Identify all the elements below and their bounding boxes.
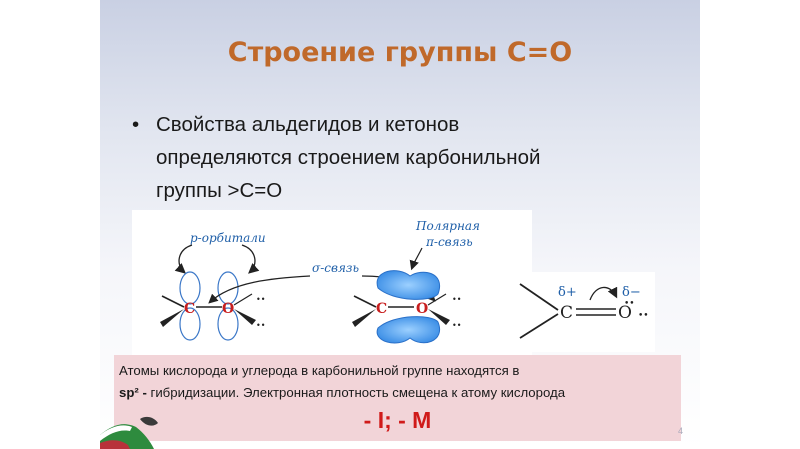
wedge-bond xyxy=(428,309,450,325)
electronic-effect: - I; - M xyxy=(363,407,432,433)
lone-pair: •• xyxy=(624,299,635,309)
bond-line xyxy=(519,313,559,339)
carbonyl-polarity-diagram: C O •• •• δ+ δ− xyxy=(512,272,655,352)
lone-pair: •• xyxy=(452,321,461,330)
carbonyl-polarity-svg: C O •• •• δ+ δ− xyxy=(519,283,649,339)
lone-pair: •• xyxy=(638,311,649,321)
page-number: 4 xyxy=(678,426,684,436)
bullet-point: • Свойства альдегидов и кетонов определя… xyxy=(132,108,674,207)
delta-minus-label: δ− xyxy=(622,285,641,300)
pi-cloud-upper xyxy=(376,270,441,300)
p-orbital-lobe xyxy=(179,271,201,305)
bond-line xyxy=(161,295,185,308)
lone-pair: •• xyxy=(256,295,265,304)
polar-pi-label-2: π-связь xyxy=(425,235,473,249)
note-line-2: sp² - гибридизации. Электронная плотност… xyxy=(119,385,565,400)
bond-line xyxy=(353,295,377,308)
slide-title: Строение группы С=О xyxy=(227,37,573,68)
pi-cloud-lower xyxy=(376,316,441,344)
sigma-arrow-left xyxy=(208,275,311,304)
p-orbital-arrow-right xyxy=(241,244,260,274)
atom-c-left: C xyxy=(184,301,195,317)
atom-o-right: O xyxy=(416,301,428,317)
atom-c: C xyxy=(560,303,573,323)
note-box: Атомы кислорода и углерода в карбонильно… xyxy=(114,355,681,441)
p-orbital-lobe xyxy=(179,307,201,341)
bullet-line-2: определяются строением карбонильной xyxy=(156,146,541,169)
pi-arrow xyxy=(409,247,423,271)
bullet-line-3: группы >С=О xyxy=(156,179,283,202)
note-line-1: Атомы кислорода и углерода в карбонильно… xyxy=(119,363,520,378)
atom-c-right: C xyxy=(376,301,387,317)
bond-line xyxy=(519,283,559,311)
bullet-marker: • xyxy=(132,113,140,136)
p-orbital-lobe xyxy=(217,271,239,305)
atom-o-left: O xyxy=(222,301,234,317)
lone-pair: •• xyxy=(256,321,265,330)
p-orbitals-label: р-орбитали xyxy=(190,231,266,245)
sigma-bond-label: σ-связь xyxy=(312,261,359,275)
lone-pair: •• xyxy=(452,295,461,304)
polar-pi-label-1: Полярная xyxy=(415,219,480,233)
bond-line xyxy=(233,293,253,306)
delta-plus-label: δ+ xyxy=(558,285,577,300)
note-line-2-text: гибридизации. Электронная плотность смещ… xyxy=(146,385,566,400)
wedge-bond xyxy=(352,309,376,327)
wedge-bond xyxy=(234,309,256,325)
p-orbital-arrow-left xyxy=(174,244,193,274)
orbital-diagram-svg: р-орбитали C O •• •• σ-связь Полярная xyxy=(160,219,480,344)
electron-shift-arrow xyxy=(589,286,618,301)
orbital-diagram: р-орбитали C O •• •• σ-связь Полярная xyxy=(132,210,532,358)
bond-line xyxy=(427,293,447,306)
wedge-bond xyxy=(160,309,184,327)
p-orbital-lobe xyxy=(217,307,239,341)
bullet-line-1: Свойства альдегидов и кетонов xyxy=(156,113,460,136)
decorative-corner-image xyxy=(100,416,158,449)
slide: Строение группы С=О • Свойства альдегидо… xyxy=(100,0,700,449)
atom-o: O xyxy=(618,303,632,323)
hybridization-label: sp² - xyxy=(119,385,147,400)
